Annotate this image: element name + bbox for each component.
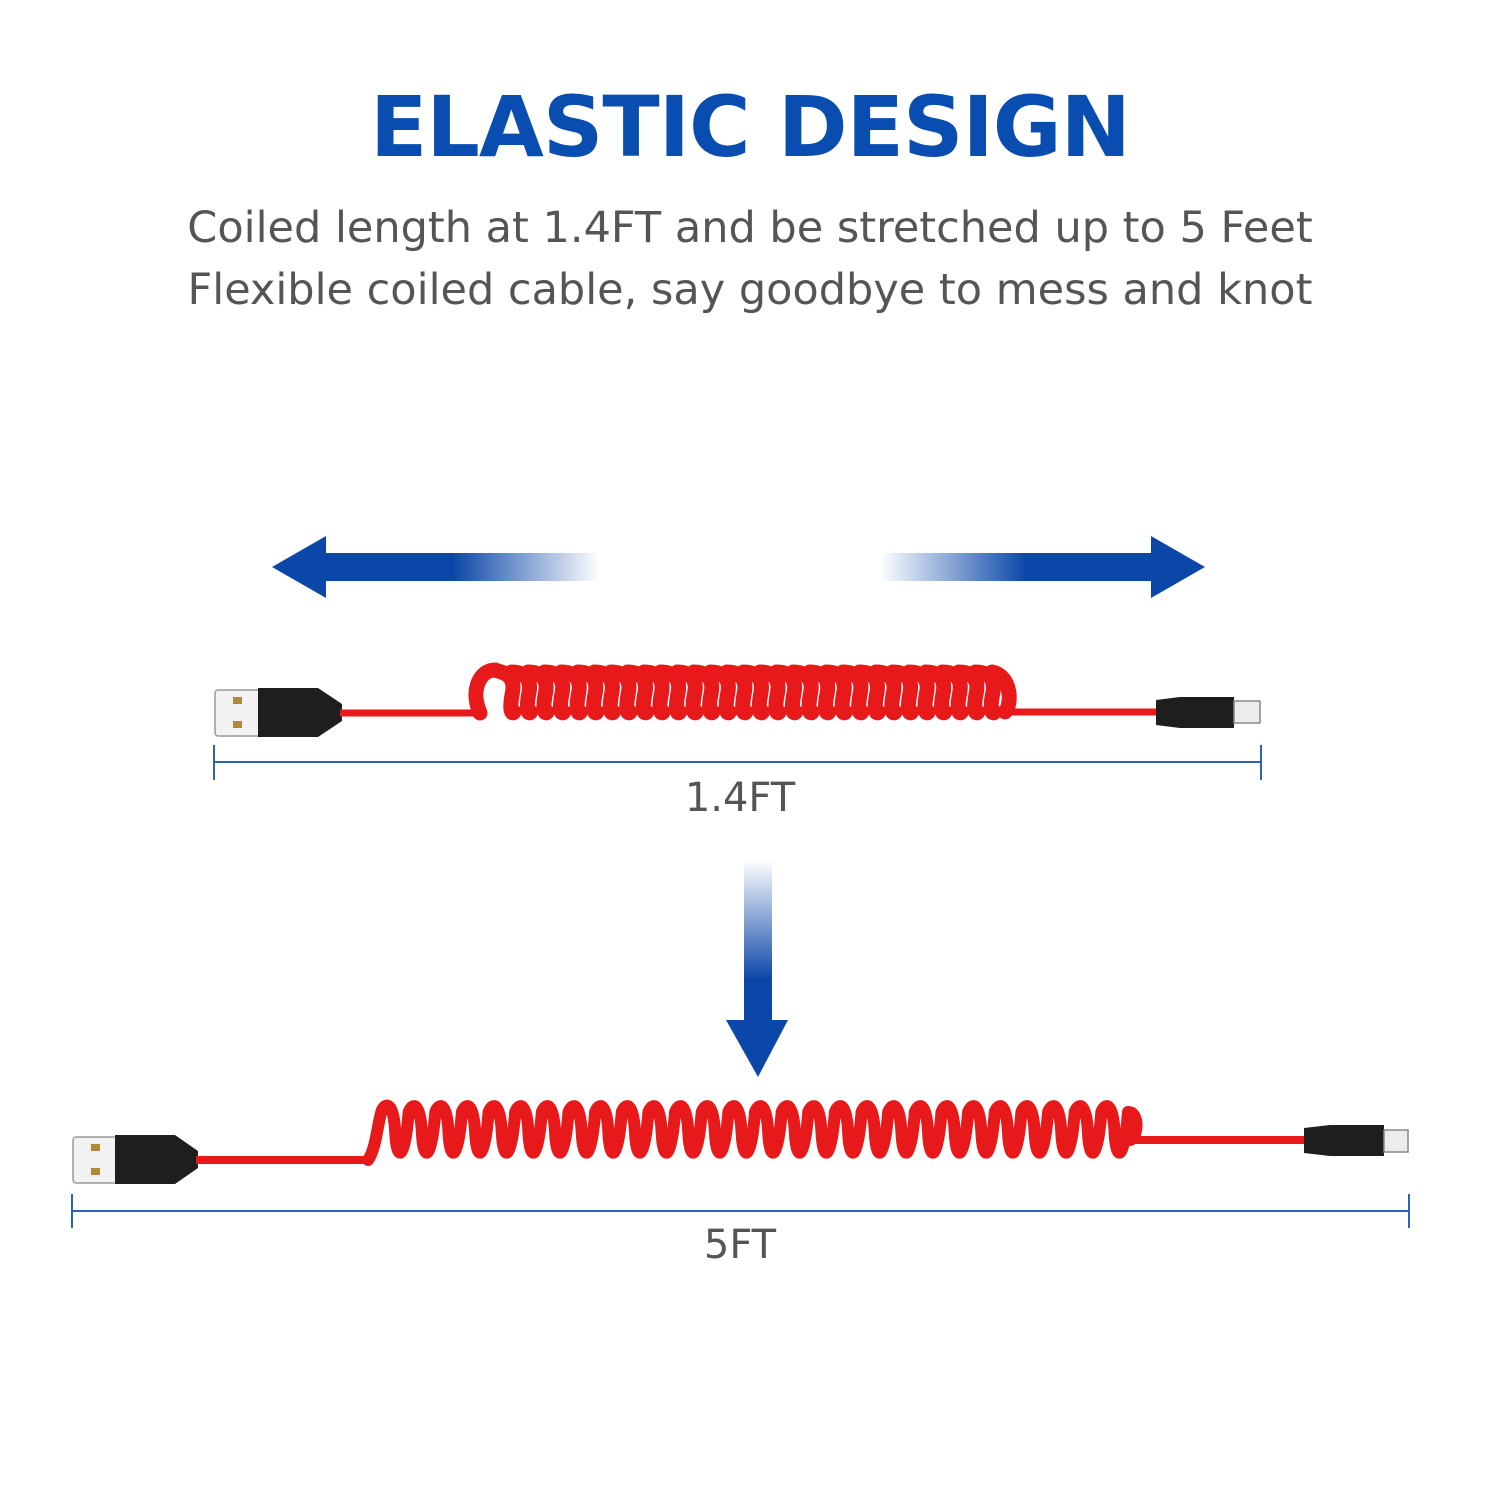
arrow-down-icon (726, 860, 788, 1077)
coiled-cable (214, 662, 1261, 737)
page-title: ELASTIC DESIGN (370, 78, 1131, 176)
coiled-length-label: 1.4FT (684, 775, 796, 821)
micro-usb-plug-icon (1156, 697, 1261, 728)
subtitle-line-2: Flexible coiled cable, say goodbye to me… (187, 265, 1313, 315)
coil-spring (362, 1099, 1143, 1166)
coiled-dimension-line (213, 745, 1262, 780)
micro-usb-plug-icon (1304, 1125, 1409, 1156)
arrow-left-icon (272, 536, 600, 598)
subtitle-line-1: Coiled length at 1.4FT and be stretched … (187, 203, 1313, 253)
coil-spring (468, 662, 1017, 721)
usb-a-plug-icon (214, 688, 342, 737)
usb-a-plug-icon (72, 1135, 198, 1184)
arrow-right-icon (880, 536, 1205, 598)
stretched-dimension-line (71, 1194, 1410, 1228)
stretched-cable (72, 1099, 1409, 1184)
stretched-length-label: 5FT (703, 1222, 777, 1268)
